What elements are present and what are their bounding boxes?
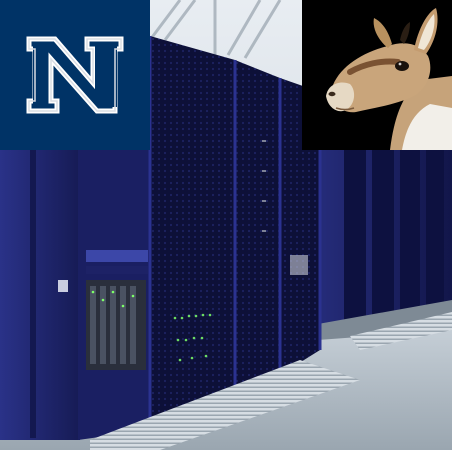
pronghorn-photo-icon [302, 0, 452, 150]
university-n-logo-icon [0, 0, 150, 150]
floor-grate [90, 360, 360, 450]
right-rack-row [318, 148, 452, 340]
